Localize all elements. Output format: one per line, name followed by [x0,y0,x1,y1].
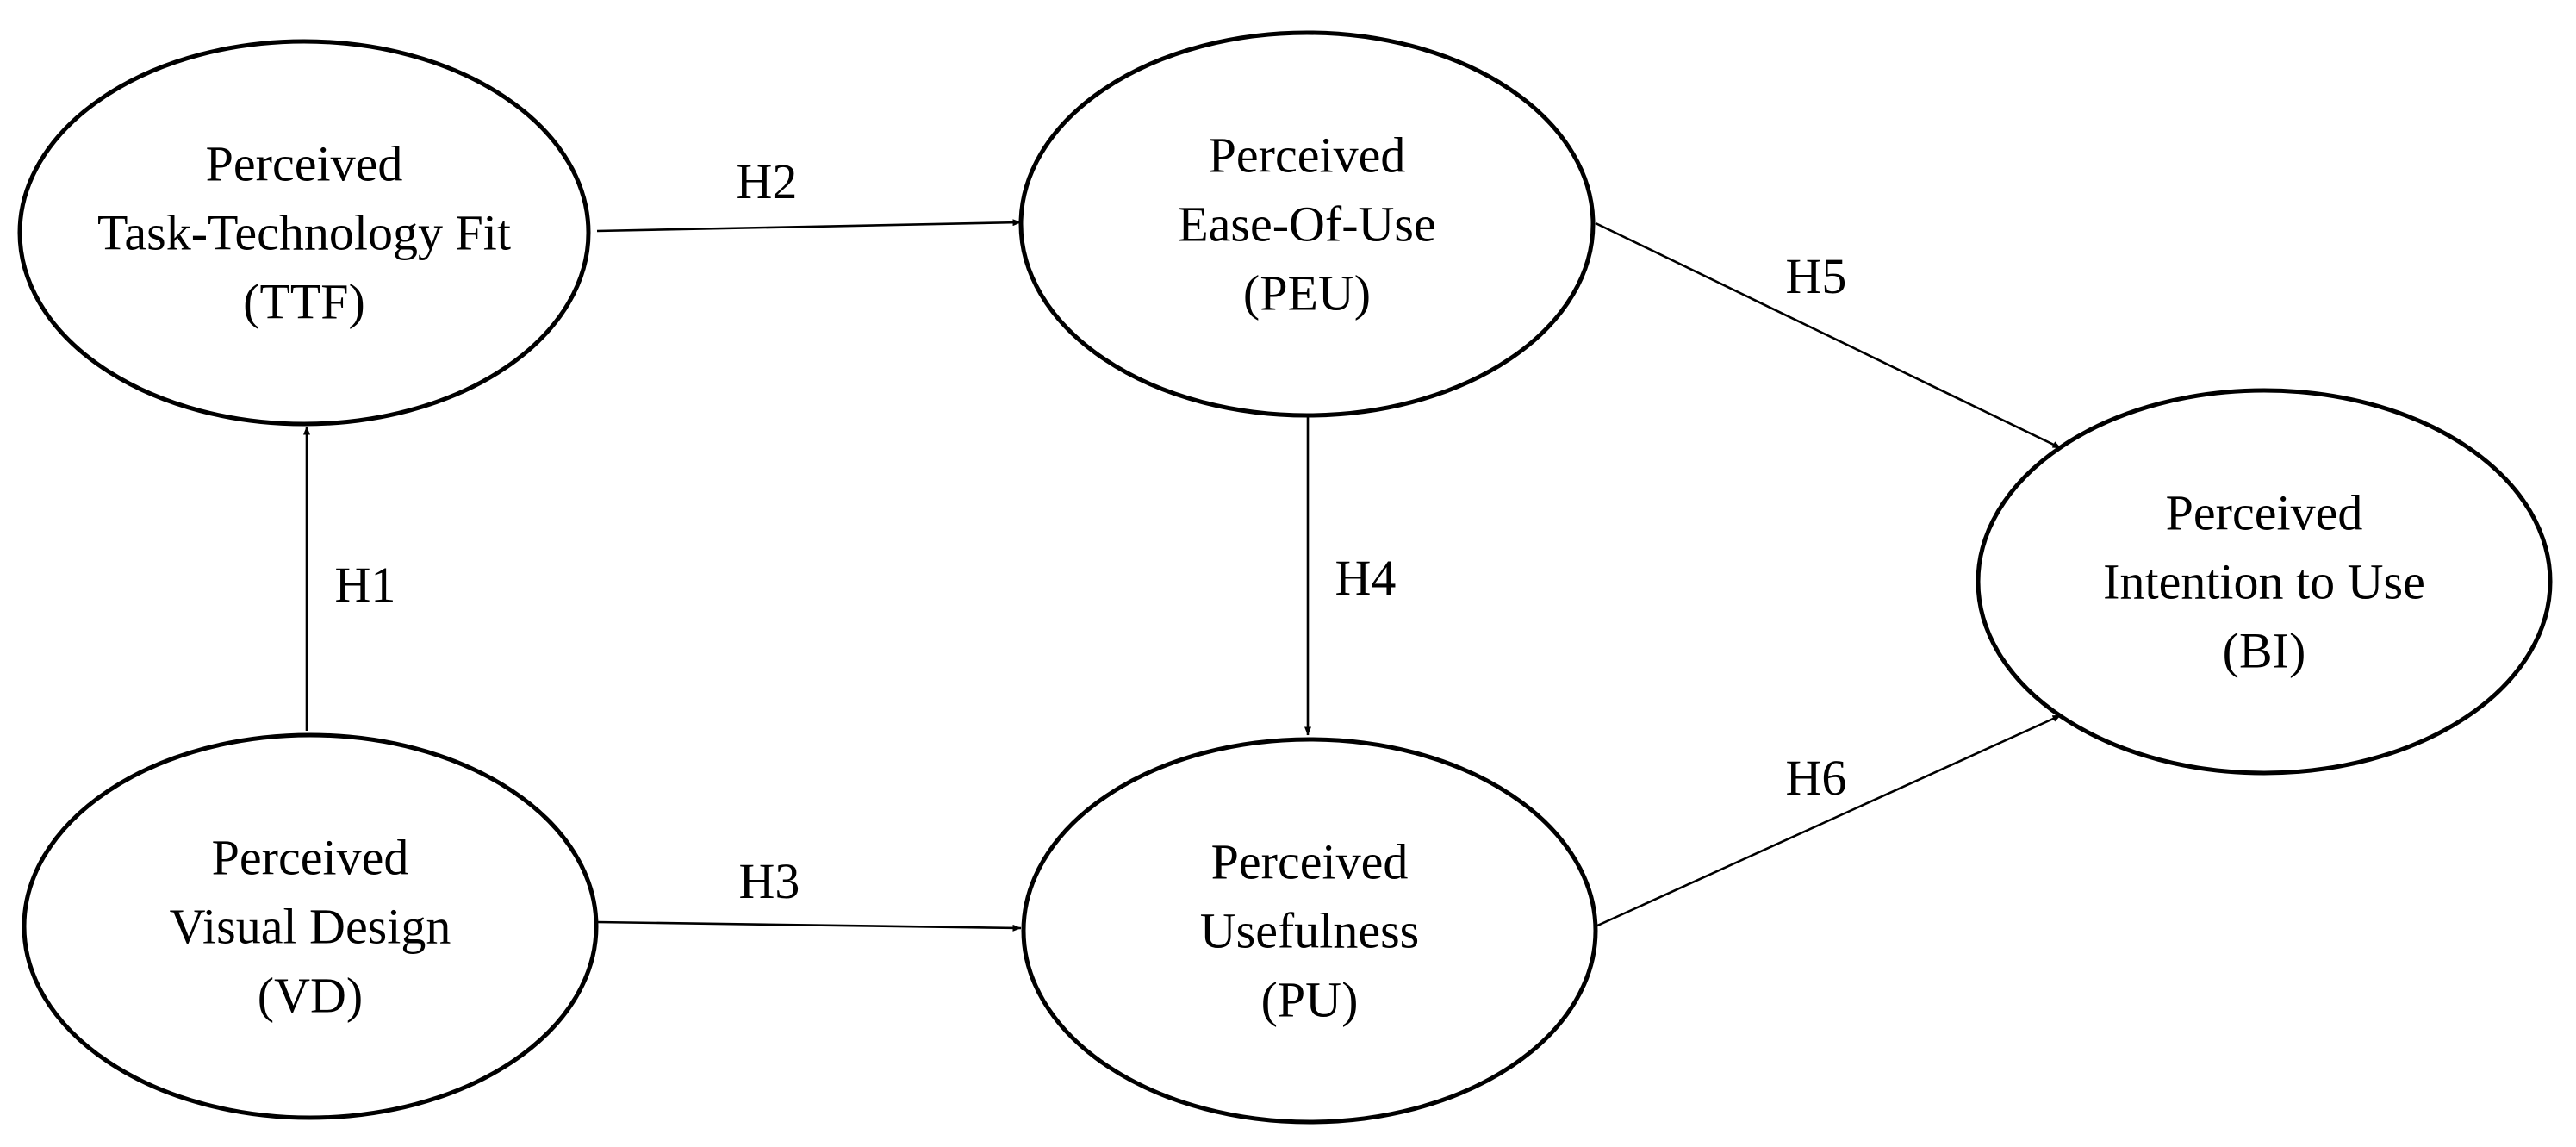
construct-label-ttf-line-3: (TTF) [243,274,365,330]
construct-ellipse-ttf [17,39,591,427]
construct-ellipse-vd [22,732,599,1120]
hypothesis-label-h5: H5 [1786,248,1847,304]
construct-ellipse-peu [1018,30,1596,418]
construct-label-ttf-line-2: Task-Technology Fit [97,205,511,261]
construct-label-bi-line-1: Perceived [2166,485,2363,541]
construct-label-vd-line-3: (VD) [258,968,363,1024]
edge-vd-to-ttf: H1 [303,426,396,731]
hypothesis-label-h2: H2 [737,153,798,209]
construct-label-ttf-line-1: Perceived [206,136,403,192]
construct-label-peu-line-3: (PEU) [1243,265,1371,321]
edge-peu-to-bi: H5 [1595,221,2062,450]
construct-ellipse-pu [1021,737,1598,1125]
edge-vd-to-pu: H3 [596,853,1022,932]
arrow-h2 [596,219,1022,233]
construct-label-peu-line-2: Ease-Of-Use [1178,196,1436,252]
construct-label-pu-line-2: Usefulness [1200,903,1420,959]
construct-label-bi-line-2: Intention to Use [2103,554,2425,610]
hypothesis-label-h3: H3 [739,853,800,909]
construct-label-peu-line-1: Perceived [1209,128,1406,184]
construct-label-pu-line-1: Perceived [1211,834,1409,890]
arrow-h5 [1595,221,2062,450]
construct-label-bi-line-3: (BI) [2223,623,2306,679]
construct-label-vd-line-2: Visual Design [170,899,451,955]
construct-label-vd-line-1: Perceived [212,830,409,886]
edge-peu-to-pu: H4 [1304,414,1397,736]
arrow-h3 [596,920,1022,932]
hypothesis-label-h4: H4 [1335,550,1397,606]
hypothesis-label-h6: H6 [1786,750,1847,806]
hypothesis-label-h1: H1 [335,557,396,613]
arrow-h6 [1595,714,2062,928]
edge-ttf-to-peu: H2 [596,153,1022,233]
construct-label-pu-line-3: (PU) [1261,972,1359,1028]
edge-pu-to-bi: H6 [1595,714,2062,928]
construct-ellipse-bi [1976,388,2553,776]
